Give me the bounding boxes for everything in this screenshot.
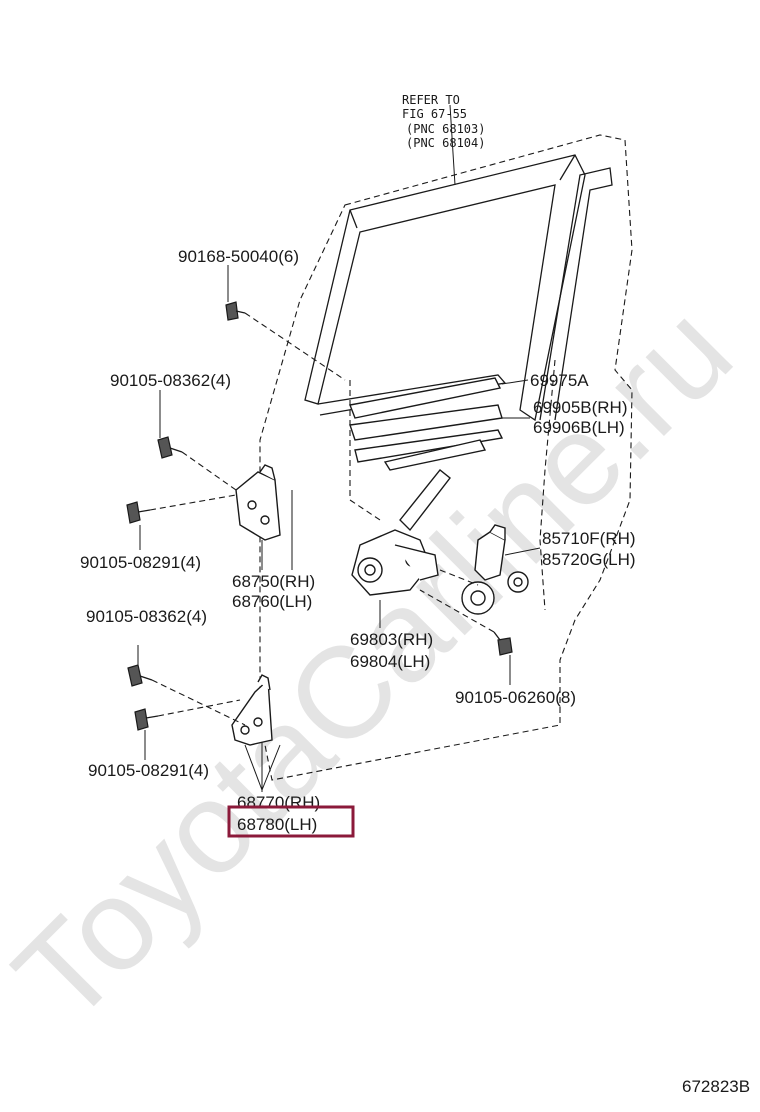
refer-to-note: REFER TO FIG 67-55 (PNC 68103) (PNC 6810…: [402, 93, 485, 150]
label-85720G-lh: 85720G(LH): [542, 550, 636, 569]
label-68750-rh: 68750(RH): [232, 572, 315, 591]
label-68780-lh: 68780(LH): [237, 815, 317, 834]
weatherstrip-lower: [354, 429, 504, 471]
label-90105-08291-upper: 90105-08291(4): [80, 553, 201, 572]
label-90105-06260: 90105-06260(8): [455, 688, 576, 707]
label-68770-rh: 68770(RH): [237, 793, 320, 812]
leader-lines: [137, 104, 541, 792]
label-69804-lh: 69804(LH): [350, 652, 430, 671]
refer-line-4: (PNC 68104): [406, 136, 485, 150]
window-frame: [304, 154, 613, 422]
label-68760-lh: 68760(LH): [232, 592, 312, 611]
bolt-90105-08291-lower: [134, 708, 159, 731]
label-69975A: 69975A: [530, 371, 589, 390]
refer-line-3: (PNC 68103): [406, 122, 485, 136]
door-hinge-lower: [231, 674, 273, 746]
highlight-box-68780: [227, 805, 355, 838]
door-outline: [259, 134, 633, 781]
weatherstrip-69975A: [349, 377, 502, 419]
label-90168-50040: 90168-50040(6): [178, 247, 299, 266]
label-85710F-rh: 85710F(RH): [542, 529, 636, 548]
window-regulator-motor: [461, 524, 529, 615]
bolt-90105-08291-upper: [126, 501, 151, 524]
label-90105-08291-lower: 90105-08291(4): [88, 761, 209, 780]
label-69906B-lh: 69906B(LH): [533, 418, 625, 437]
bolt-90168-50040: [225, 301, 246, 321]
window-regulator: [351, 469, 451, 596]
label-69803-rh: 69803(RH): [350, 630, 433, 649]
refer-line-1: REFER TO: [402, 93, 460, 107]
bolt-90105-08362-upper: [157, 436, 183, 459]
door-hinge-upper: [235, 464, 281, 541]
label-90105-08362-lower: 90105-08362(4): [86, 607, 207, 626]
label-69905B-rh: 69905B(RH): [533, 398, 628, 417]
bolt-90105-06260: [493, 631, 513, 656]
label-90105-08362-upper: 90105-08362(4): [110, 371, 231, 390]
figure-id: 672823B: [682, 1077, 750, 1096]
bolt-90105-08362-lower: [127, 664, 153, 687]
refer-line-2: FIG 67-55: [402, 107, 467, 121]
